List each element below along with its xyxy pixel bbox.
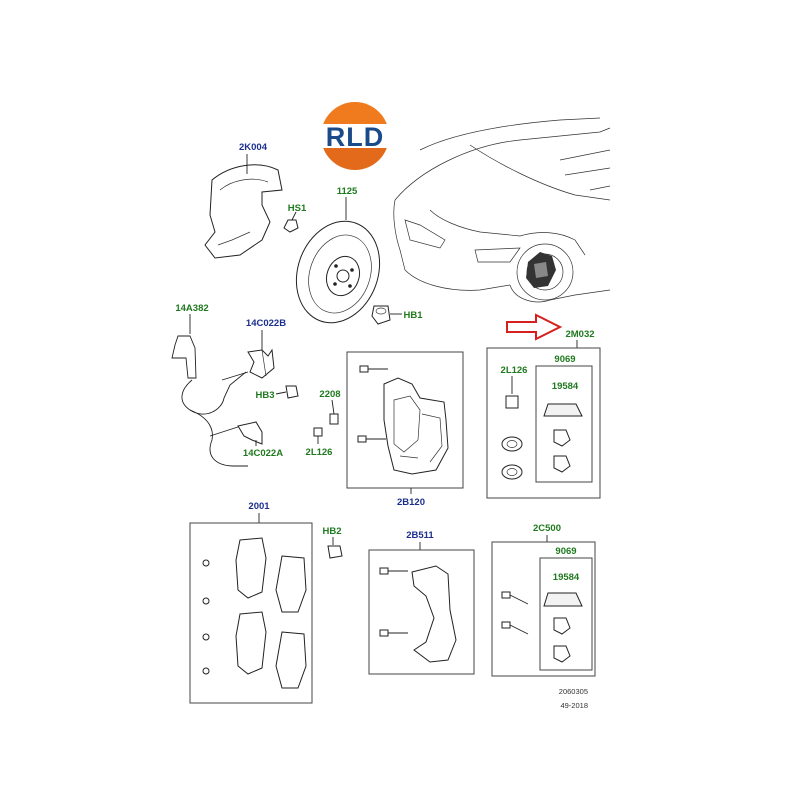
label-14c022a: 14C022A: [243, 448, 283, 459]
label-19584-top: 19584: [552, 381, 579, 392]
label-14c022b: 14C022B: [246, 318, 286, 329]
cap-2l126-right: [505, 395, 519, 409]
pad-pins-2001: [202, 559, 210, 675]
seal-rings-2m032: [501, 436, 523, 480]
pads-box-2001: [189, 522, 313, 704]
grease-packet-19584-bottom: [543, 592, 583, 607]
label-2k004: 2K004: [239, 142, 268, 153]
vehicle-brake-highlight: [526, 252, 556, 288]
vehicle-outline: [393, 117, 611, 303]
kit-subbox-9069-top: [535, 365, 593, 483]
carrier-bolts-2b511: [379, 567, 408, 637]
diagram-date: 49-2018: [560, 701, 588, 710]
label-2001: 2001: [248, 501, 270, 512]
highlight-arrow: [506, 313, 563, 341]
carrier-box-2b511: [368, 549, 475, 675]
guide-pin-boots-top: [553, 429, 571, 473]
kit-box-2c500: [491, 541, 596, 677]
guide-pins-2c500: [501, 591, 529, 635]
dust-shield-2k004: [204, 164, 283, 259]
brake-disc-1125: [295, 220, 381, 324]
bolt-hb2: [327, 545, 343, 559]
label-2l126-left: 2L126: [306, 447, 333, 458]
label-2m032: 2M032: [565, 329, 594, 340]
kit-subbox-9069-bottom: [539, 557, 593, 671]
caliper-box-2b120: [346, 351, 464, 489]
caliper-bolts-2b120: [357, 365, 388, 443]
sensor-bracket-14c022a: [237, 421, 263, 445]
caliper-2b120: [383, 377, 449, 475]
wheel-speed-sensor-14a382: [171, 335, 249, 467]
diagram-code: 2060305: [559, 687, 588, 696]
label-9069-bottom: 9069: [555, 546, 576, 557]
guide-pin-boots-bottom: [553, 617, 571, 663]
cap-2l126-left: [313, 427, 323, 437]
bolt-hb3: [285, 385, 299, 399]
grease-packet-19584-top: [543, 403, 583, 417]
kit-box-2m032: [486, 347, 601, 499]
brake-pads-2001: [235, 537, 307, 689]
label-hb3: HB3: [255, 390, 274, 401]
label-2c500: 2C500: [533, 523, 561, 534]
label-2b511: 2B511: [406, 530, 434, 541]
label-hb1: HB1: [403, 310, 423, 321]
rld-logo: RLD: [321, 102, 389, 170]
bleed-screw-2208: [329, 413, 339, 425]
label-hs1: HS1: [288, 203, 307, 214]
label-9069-top: 9069: [554, 354, 575, 365]
caliper-carrier-2b511: [411, 565, 457, 663]
label-2l126-right: 2L126: [501, 365, 528, 376]
bolt-hb1: [371, 305, 391, 325]
label-19584-bottom: 19584: [553, 572, 580, 583]
label-2208: 2208: [319, 389, 340, 400]
logo-text: RLD: [326, 122, 385, 152]
bolt-hs1: [283, 219, 299, 233]
label-hb2: HB2: [322, 526, 341, 537]
label-2b120: 2B120: [397, 497, 425, 508]
label-1125: 1125: [337, 186, 358, 197]
label-14a382: 14A382: [175, 303, 208, 314]
sensor-bracket-14c022b: [247, 348, 275, 379]
